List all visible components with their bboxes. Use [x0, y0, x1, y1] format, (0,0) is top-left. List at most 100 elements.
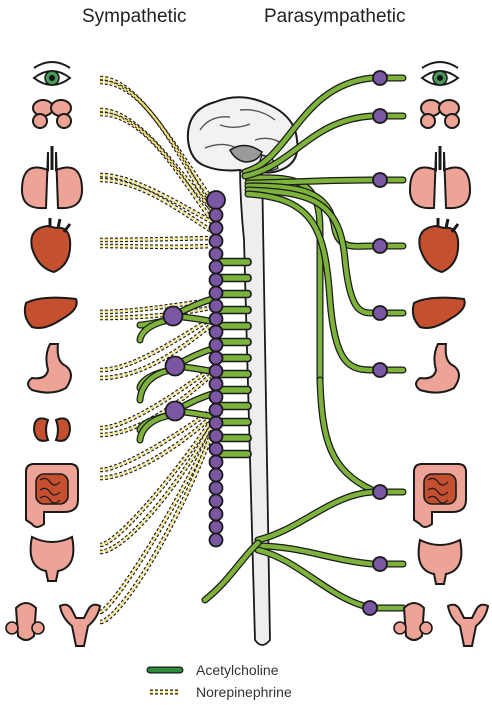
- chain-ganglion: [210, 469, 223, 482]
- parasympathetic-target-organs: [394, 62, 488, 646]
- legend: Acetylcholine Norepinephrine: [150, 662, 292, 700]
- kidney-left: [34, 418, 48, 441]
- chain-ganglion: [210, 261, 223, 274]
- salivary-gland-icon: [421, 100, 459, 128]
- eyebrow: [422, 62, 458, 68]
- heart-icon: [419, 218, 458, 272]
- eyebrow: [34, 62, 70, 68]
- chain-ganglion: [210, 222, 223, 235]
- chain-ganglion: [210, 248, 223, 261]
- norepinephrine-label: Norepinephrine: [196, 684, 292, 700]
- chain-ganglion: [210, 391, 223, 404]
- chain-ganglion: [210, 521, 223, 534]
- lung-right: [56, 152, 82, 208]
- eye-pupil: [437, 75, 443, 81]
- chain-ganglion: [207, 191, 225, 209]
- reproductive-organs-icon: [6, 603, 100, 646]
- chain-ganglion: [210, 300, 223, 313]
- chain-ganglion: [210, 508, 223, 521]
- norepinephrine-fiber-outline: [100, 420, 212, 545]
- stomach-shape: [28, 344, 71, 393]
- chain-ganglion: [210, 209, 223, 222]
- parasympathetic-ganglion: [373, 239, 387, 253]
- parasympathetic-ganglion: [373, 109, 387, 123]
- female-organ: [60, 605, 100, 646]
- chain-ganglion: [210, 287, 223, 300]
- chain-ganglion: [210, 378, 223, 391]
- testis: [6, 622, 18, 634]
- chain-ganglion: [210, 495, 223, 508]
- stomach-shape: [416, 344, 459, 393]
- female-organ: [448, 605, 488, 646]
- collateral-ganglion: [166, 402, 185, 421]
- male-organ: [404, 603, 424, 640]
- chain-ganglion: [210, 417, 223, 430]
- spinal-cord: [240, 158, 270, 646]
- eye-icon: [34, 62, 70, 85]
- collateral-ganglion: [166, 357, 185, 376]
- reproductive-organs-icon: [394, 603, 488, 646]
- parasympathetic-ganglion: [373, 306, 387, 320]
- chain-ganglion: [210, 443, 223, 456]
- norepinephrine-fiber: [100, 180, 210, 230]
- parasympathetic-ganglion: [373, 71, 387, 85]
- gland-lobe: [57, 114, 71, 128]
- parasympathetic-ganglion: [373, 173, 387, 187]
- collateral-ganglion: [164, 307, 183, 326]
- lung-left: [410, 152, 436, 208]
- gland-lobe: [445, 114, 459, 128]
- acetylcholine-label: Acetylcholine: [196, 662, 279, 678]
- lungs-icon: [410, 146, 470, 208]
- lungs-icon: [22, 146, 82, 208]
- chain-ganglion: [210, 274, 223, 287]
- salivary-gland-icon: [33, 100, 71, 128]
- eye-icon: [422, 62, 458, 85]
- norepinephrine-fiber: [100, 246, 210, 247]
- lung-right: [444, 152, 470, 208]
- male-organ: [16, 603, 36, 640]
- heart-icon: [31, 218, 70, 272]
- testis: [394, 622, 406, 634]
- chain-ganglion: [210, 326, 223, 339]
- norepinephrine-fiber-outline: [100, 180, 210, 230]
- liver-shape: [25, 298, 77, 328]
- parasympathetic-ganglion: [373, 485, 387, 499]
- kidneys-icon: [34, 418, 70, 441]
- liver-icon: [25, 298, 77, 328]
- gland-lobe: [421, 114, 435, 128]
- chain-ganglion: [210, 313, 223, 326]
- kidney-right: [56, 418, 70, 441]
- intestines-icon: [414, 464, 466, 527]
- bladder-shape: [31, 537, 74, 581]
- stomach-icon: [28, 344, 71, 393]
- vagus-liver-branch: [248, 190, 372, 313]
- liver-shape: [413, 298, 465, 328]
- testis: [32, 622, 44, 634]
- chain-ganglion: [210, 365, 223, 378]
- vagus-stomach-branch: [248, 194, 372, 370]
- vagus-intestine-branch: [320, 380, 372, 490]
- stomach-icon: [416, 344, 459, 393]
- chain-ganglion: [210, 430, 223, 443]
- sacral-splanchnic-left: [205, 543, 258, 600]
- parasympathetic-ganglion: [363, 601, 377, 615]
- gland-lobe: [33, 114, 47, 128]
- sympathetic-target-organs: [6, 62, 100, 646]
- chain-ganglion: [210, 235, 223, 248]
- testis: [420, 622, 432, 634]
- bladder-icon: [419, 540, 462, 584]
- liver-icon: [413, 298, 465, 328]
- chain-ganglion: [210, 534, 223, 547]
- chain-ganglion: [210, 352, 223, 365]
- norepinephrine-fiber: [100, 420, 212, 545]
- heart-body: [31, 226, 70, 272]
- chain-ganglion: [210, 339, 223, 352]
- bladder-shape: [419, 540, 462, 584]
- lung-left: [22, 152, 48, 208]
- chain-ganglion: [210, 482, 223, 495]
- heart-body: [419, 226, 458, 272]
- parasympathetic-ganglion: [373, 557, 387, 571]
- chain-ganglion: [210, 404, 223, 417]
